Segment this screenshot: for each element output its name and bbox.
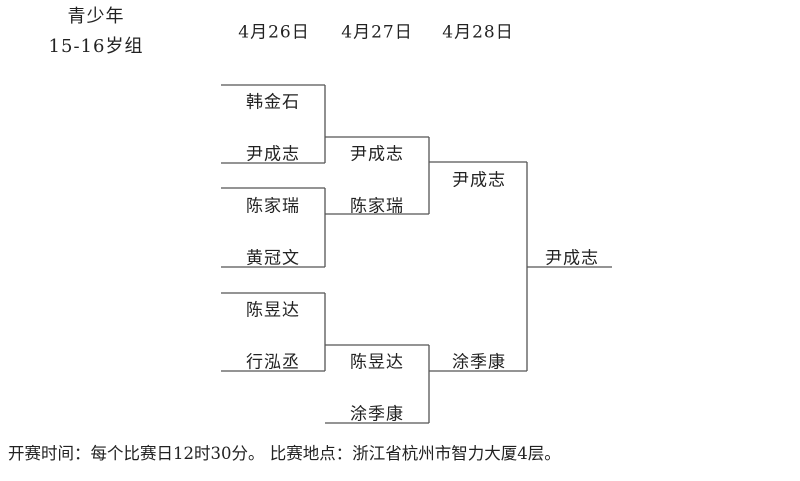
player-name: 尹成志	[350, 144, 404, 165]
player-name: 尹成志	[452, 170, 506, 191]
player-name: 韩金石	[246, 92, 300, 113]
date-round3: 4月28日	[442, 22, 514, 43]
player-name: 陈昱达	[350, 352, 404, 373]
player-name: 行泓丞	[246, 352, 300, 373]
schedule-footer: 开赛时间：每个比赛日12时30分。 比赛地点：浙江省杭州市智力大厦4层。	[8, 444, 561, 463]
player-name: 尹成志	[246, 144, 300, 165]
date-round1: 4月26日	[238, 22, 310, 43]
player-name: 陈家瑞	[246, 196, 300, 217]
player-name: 陈昱达	[246, 300, 300, 321]
champion-name: 尹成志	[545, 248, 599, 269]
group-title: 15-16岁组	[48, 36, 144, 57]
player-name: 陈家瑞	[350, 196, 404, 217]
player-name: 涂季康	[452, 352, 506, 373]
date-round2: 4月27日	[341, 22, 413, 43]
player-name: 黄冠文	[246, 248, 300, 269]
category-title: 青少年	[67, 6, 125, 27]
player-name: 涂季康	[350, 404, 404, 425]
